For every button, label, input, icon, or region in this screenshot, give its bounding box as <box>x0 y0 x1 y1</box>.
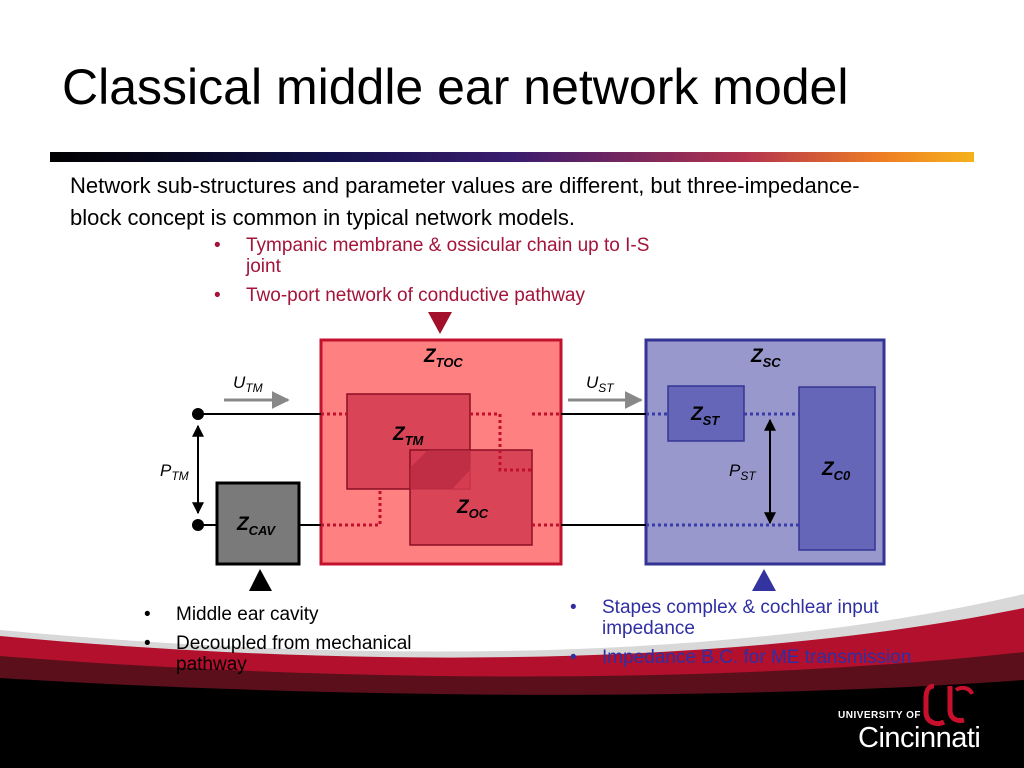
label-p-st: PST <box>729 461 757 483</box>
label-z-sc: ZSC <box>750 346 781 370</box>
dotted-red-paths <box>321 412 561 527</box>
label-p-tm: PTM <box>160 461 189 483</box>
top-bullet-1: Tympanic membrane & ossicular chain up t… <box>212 235 672 277</box>
slide-title: Classical middle ear network model <box>62 59 849 115</box>
logo-cincinnati: Cincinnati <box>858 722 981 754</box>
left-bullet-1: Middle ear cavity <box>142 604 422 625</box>
cav-block <box>215 481 301 566</box>
left-bullet-2: Decoupled from mechanical pathway <box>142 633 422 675</box>
label-z-c0: ZC0 <box>821 459 851 483</box>
top-bullet-2: Two-port network of conductive pathway <box>212 285 672 306</box>
right-bullet-1: Stapes complex & cochlear input impedanc… <box>568 597 968 639</box>
label-z-oc: ZOC <box>456 497 489 521</box>
port-node-bottom <box>192 519 204 531</box>
toc-marker-triangle <box>428 312 452 334</box>
circuit-wires <box>198 413 646 526</box>
cav-marker-triangle <box>249 569 272 591</box>
top-bullet-list: Tympanic membrane & ossicular chain up t… <box>212 235 672 314</box>
label-z-st: ZST <box>690 404 720 428</box>
intro-text: Network sub-structures and parameter val… <box>70 173 860 230</box>
sc-block <box>644 338 886 566</box>
label-u-st: UST <box>586 373 615 395</box>
title-divider <box>50 152 974 162</box>
right-bullet-list: Stapes complex & cochlear input impedanc… <box>568 597 968 676</box>
dotted-blue-paths <box>646 412 799 527</box>
label-z-tm: ZTM <box>392 424 425 448</box>
right-bullet-2: Impedance B.C. for ME transmission <box>568 647 968 668</box>
sc-marker-triangle <box>752 569 776 591</box>
logo-university-of: UNIVERSITY OF <box>838 710 921 721</box>
oc-block <box>409 449 533 546</box>
uc-seal-icon <box>923 684 974 727</box>
label-z-cav: ZCAV <box>236 514 276 538</box>
port-node-top <box>192 408 204 420</box>
label-z-toc: ZTOC <box>423 346 463 370</box>
label-u-tm: UTM <box>233 373 263 395</box>
left-bullet-list: Middle ear cavity Decoupled from mechani… <box>142 604 422 683</box>
